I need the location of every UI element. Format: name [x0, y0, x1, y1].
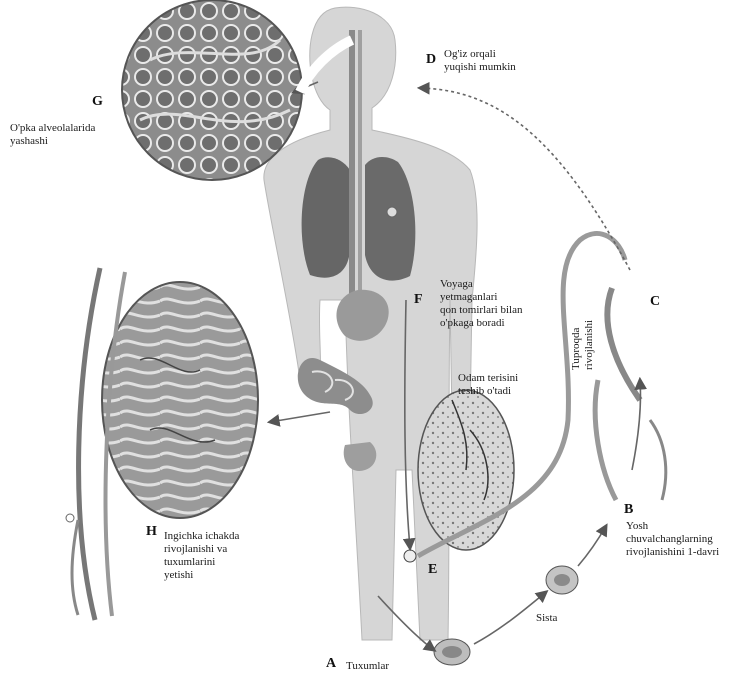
label-soil-text: Tuproqda rivojlanishi	[570, 320, 596, 370]
label-c-letter: C	[650, 294, 660, 310]
label-skin-text: Odam terisini teshib o'tadi	[458, 372, 518, 398]
larvae	[595, 288, 666, 500]
label-h-letter: H	[146, 524, 157, 540]
label-b-text: Yosh chuvalchanglarning rivojlanishini 1…	[626, 520, 719, 559]
label-d-letter: D	[426, 52, 436, 68]
label-g-text: O'pka alveolalarida yashashi	[10, 122, 95, 148]
label-f-text: Voyaga yetmaganlari qon tomirlari bilan …	[440, 278, 522, 330]
label-a-letter: A	[326, 656, 336, 672]
label-f-letter: F	[414, 292, 423, 308]
label-g-letter: G	[92, 94, 103, 110]
cyst	[546, 566, 578, 594]
label-b-letter: B	[624, 502, 633, 518]
label-h-text: Ingichka ichakda rivojlanishi va tuxumla…	[164, 530, 239, 582]
skin-inset	[418, 390, 514, 550]
entry-point	[404, 550, 416, 562]
label-a-text: Tuxumlar	[346, 660, 389, 673]
label-d-text: Og'iz orqali yuqishi mumkin	[444, 48, 516, 74]
villi-inset	[102, 282, 258, 518]
eggs	[434, 639, 470, 665]
label-cyst-text: Sista	[536, 612, 557, 625]
label-e-letter: E	[428, 562, 437, 578]
alveoli-inset	[122, 0, 302, 180]
